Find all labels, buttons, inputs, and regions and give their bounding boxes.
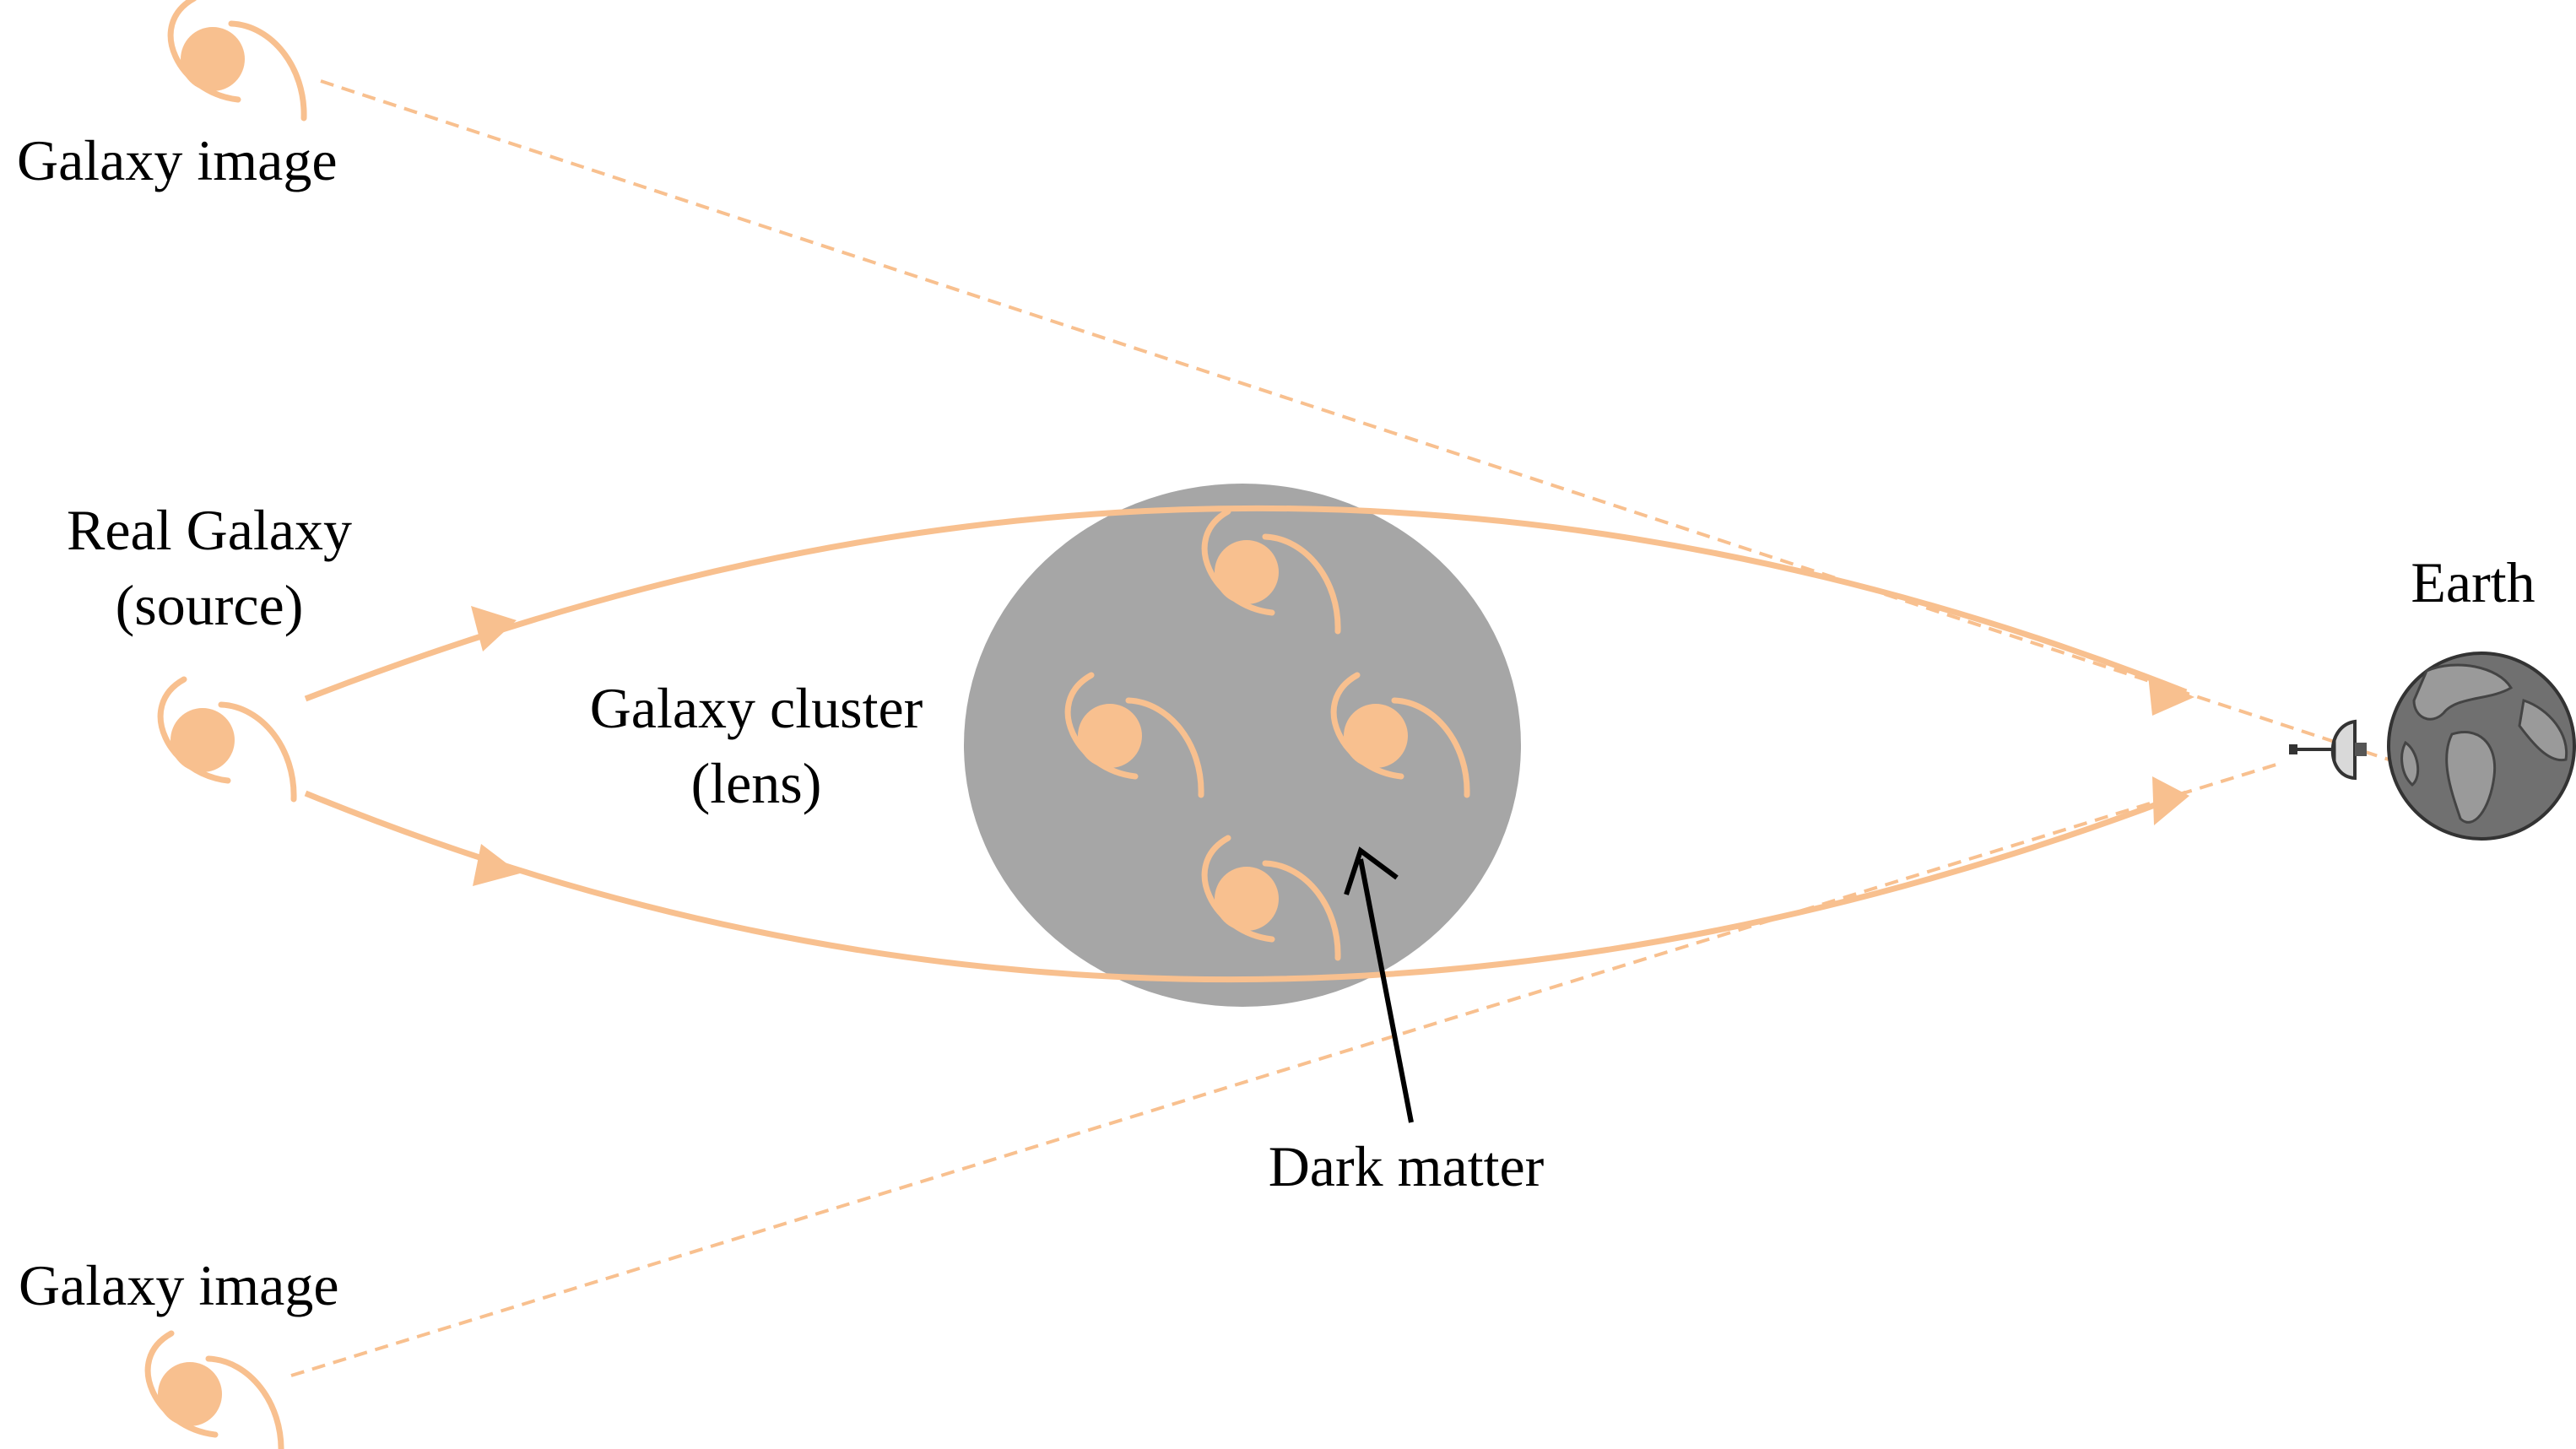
apparent-ray-top	[320, 79, 2389, 761]
real-galaxy-source-label: (source)	[116, 573, 304, 637]
galaxy-image-bottom-icon	[148, 1333, 281, 1449]
galaxy-image-top-icon	[170, 0, 304, 118]
earth-label: Earth	[2411, 550, 2535, 614]
apparent-ray-bottom	[290, 762, 2280, 1377]
light-ray-lower	[304, 790, 2188, 983]
light-ray-upper	[304, 505, 2188, 702]
satellite-dish-icon	[2289, 719, 2367, 781]
dark-matter-arrowhead	[1344, 846, 1399, 895]
real-galaxy-label: Real Galaxy	[67, 498, 352, 562]
earth-globe-icon	[2387, 652, 2576, 841]
dark-matter-arrow	[1358, 858, 1414, 1123]
ray-arrowhead	[471, 606, 517, 652]
ray-arrowhead	[2152, 776, 2189, 825]
galaxy-cluster-lens-label: (lens)	[691, 751, 822, 815]
real-galaxy-icon	[160, 679, 294, 799]
ray-arrowhead	[2148, 675, 2194, 716]
galaxy-cluster-label: Galaxy cluster	[590, 676, 923, 740]
galaxy-image-top-label: Galaxy image	[17, 128, 338, 192]
ray-arrowhead	[473, 844, 520, 886]
galaxy-image-bottom-label: Galaxy image	[19, 1253, 339, 1317]
galaxy-cluster-lens	[964, 484, 1521, 1007]
dark-matter-label: Dark matter	[1269, 1134, 1545, 1198]
